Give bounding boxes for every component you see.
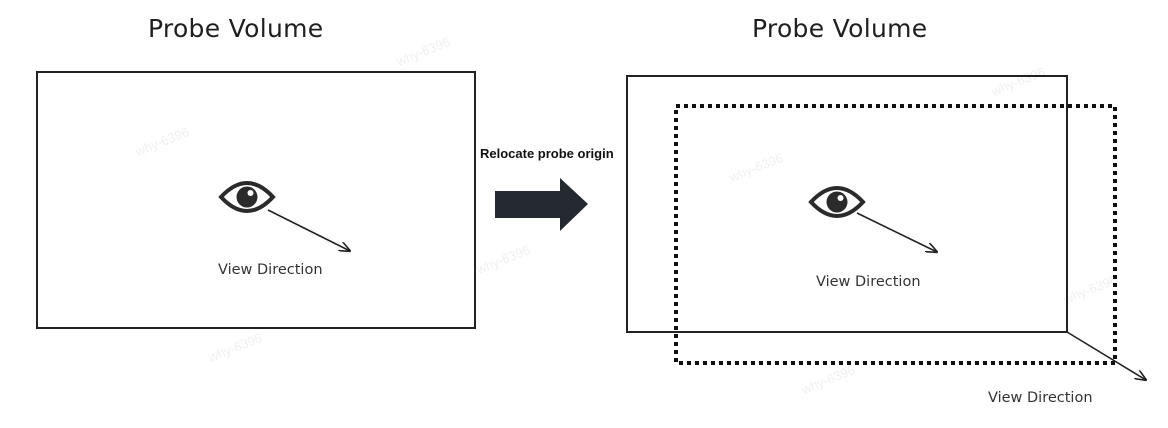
- left-probe-volume-box: [36, 71, 476, 329]
- right-eye-icon: [808, 186, 866, 218]
- left-view-direction-label: View Direction: [218, 262, 323, 278]
- right-view-direction-label: View Direction: [816, 274, 921, 290]
- relocated-probe-volume-box: [674, 104, 1117, 365]
- left-view-direction-arrow: [267, 209, 350, 251]
- right-probe-volume-box: [626, 75, 1068, 333]
- left-panel-title: Probe Volume: [148, 14, 324, 43]
- right-view-direction-arrow: [856, 212, 937, 252]
- outer-view-direction-arrow: [1066, 331, 1146, 380]
- left-eye-icon: [218, 181, 276, 213]
- right-arrow-icon: [495, 178, 588, 231]
- relocate-label: Relocate probe origin: [480, 146, 614, 161]
- right-panel-title: Probe Volume: [752, 14, 928, 43]
- outer-view-direction-label: View Direction: [988, 390, 1093, 406]
